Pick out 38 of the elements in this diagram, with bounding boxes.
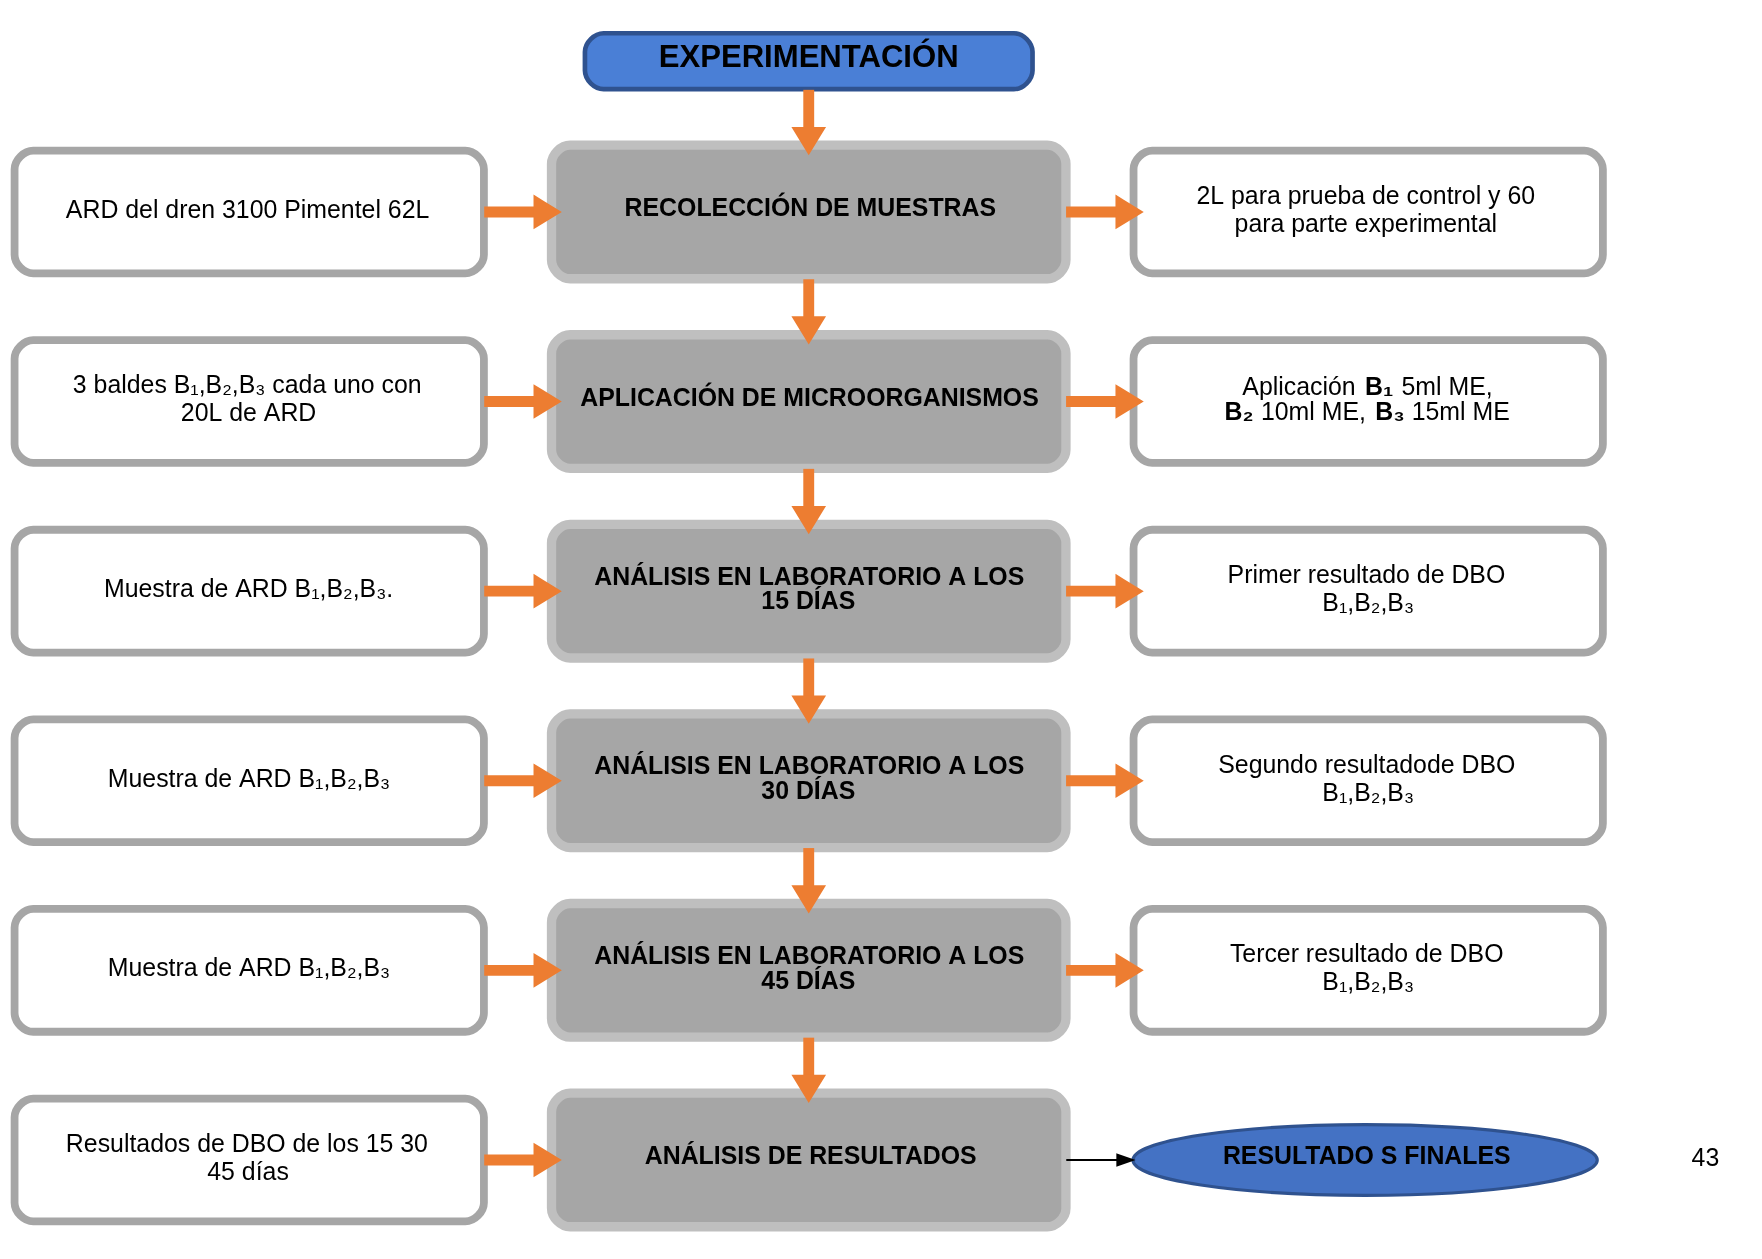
- arrow: [1066, 762, 1144, 798]
- node-box: Muestra de ARD B₁,B₂,B₃: [10, 904, 488, 1036]
- node-box: RECOLECCIÓN DE MUESTRAS: [546, 139, 1071, 283]
- arrow: [791, 847, 827, 913]
- arrow: [1066, 383, 1144, 419]
- arrow: [484, 383, 562, 419]
- arrow: [484, 1142, 562, 1177]
- node-box: ANÁLISIS EN LABORATORIO A LOS 45 DÍAS: [546, 898, 1071, 1042]
- node-box: ANÁLISIS EN LABORATORIO A LOS 15 DÍAS: [546, 519, 1071, 663]
- label: 43: [1691, 1142, 1720, 1171]
- arrow: [1066, 573, 1144, 608]
- arrow: [484, 573, 562, 608]
- arrow: [791, 278, 827, 345]
- node-box: 2L para prueba de control y 60 para parte experimental: [1129, 146, 1607, 277]
- arrow: [1066, 194, 1144, 229]
- arrow: [1066, 952, 1144, 988]
- node-box: EXPERIMENTACIÓN: [582, 30, 1035, 91]
- arrow: [791, 657, 827, 724]
- node-box: Segundo resultadode DBO B₁,B₂,B₃: [1129, 714, 1607, 846]
- node-box: ARD del dren 3100 Pimentel 62L: [10, 146, 488, 277]
- node-box: Tercer resultado de DBO B₁,B₂,B₃: [1129, 904, 1607, 1036]
- node-box: APLICACIÓN DE MICROORGANISMOS: [546, 329, 1071, 473]
- node-box: Resultados de DBO de los 15 30 45 días: [10, 1094, 488, 1225]
- node-box: Primer resultado de DBO B₁,B₂,B₃: [1129, 525, 1607, 656]
- node-box: Aplicación B₁ 5ml ME, B₂ 10ml ME, B₃ 15ml ME: [1129, 335, 1607, 467]
- node-box: ANÁLISIS EN LABORATORIO A LOS 30 DÍAS: [546, 708, 1071, 852]
- arrow: [791, 468, 827, 534]
- arrow: [1065, 1152, 1136, 1167]
- node-box: 3 baldes B₁,B₂,B₃ cada uno con 20L de ARD: [10, 335, 488, 467]
- arrow: [484, 952, 562, 988]
- node-box: Muestra de ARD B₁,B₂,B₃.: [10, 525, 488, 656]
- node-ellipse: RESULTADO S FINALES: [1131, 1122, 1599, 1197]
- arrow: [484, 762, 562, 798]
- arrow: [484, 194, 562, 229]
- arrow: [791, 89, 827, 155]
- node-box: ANÁLISIS DE RESULTADOS: [546, 1087, 1071, 1231]
- arrow: [791, 1037, 827, 1103]
- node-box: Muestra de ARD B₁,B₂,B₃: [10, 714, 488, 846]
